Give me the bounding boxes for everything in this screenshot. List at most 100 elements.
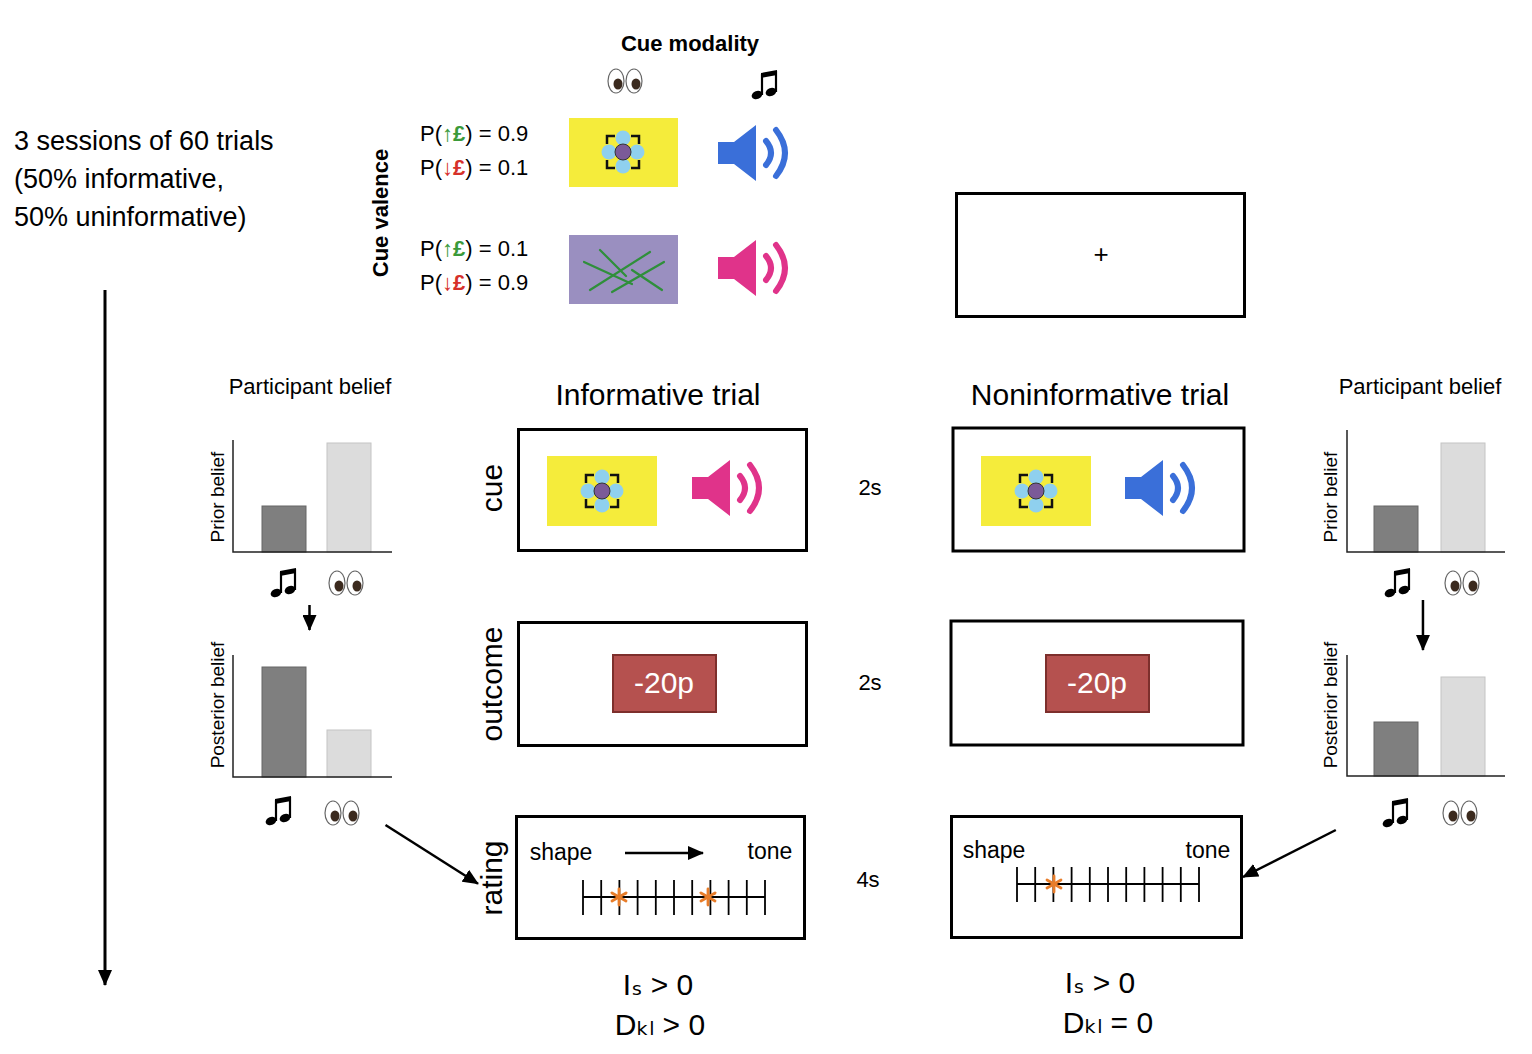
rating-scale (1198, 867, 1200, 902)
rating-box: ratingshapetone (478, 815, 806, 940)
outcome-value: -20p (634, 666, 694, 701)
valence-mark: ↑£ (442, 236, 465, 261)
rating-scale (583, 880, 765, 915)
connector-arrow (386, 825, 479, 884)
belief-bar-chart (233, 440, 392, 599)
column-heading: Noninformative trial (971, 378, 1229, 413)
cue-legend (612, 262, 664, 292)
valence-mark: ↓£ (442, 270, 465, 295)
measure-label: Dₖₗ = 0 (1063, 1006, 1153, 1041)
scale-end-label: tone (1186, 837, 1231, 863)
trial-box: outcome -20p (478, 621, 808, 747)
rating-scale (1017, 867, 1199, 902)
rating-scale (637, 880, 639, 915)
probability-label: P(↓£) = 0.1 (420, 155, 528, 180)
phase-label: outcome (475, 626, 510, 741)
informative-cue-images (547, 456, 657, 526)
rating-scale (612, 893, 626, 901)
probability-label: P(↑£) = 0.1 (420, 236, 528, 261)
noninformative-cue-box (953, 428, 1244, 551)
posterior-belief-chart: Posterior belief (205, 630, 395, 825)
rating-scale (701, 893, 715, 901)
belief-bar-chart (329, 571, 363, 595)
outcome-badge: -20p (1045, 654, 1150, 713)
cue-legend (584, 262, 632, 284)
belief-bar-chart (325, 801, 359, 825)
axis-label: Prior belief (1320, 452, 1342, 543)
belief-bar-chart (1381, 798, 1408, 829)
connector-arrow (1243, 830, 1336, 877)
belief-bar-chart (233, 655, 392, 827)
timeline-arrow (104, 290, 107, 985)
duration-label: 4s (856, 867, 879, 892)
duration-label: 2s (858, 475, 881, 500)
rating-scale (1144, 867, 1146, 902)
fixation-cross: + (1093, 240, 1108, 270)
chart-heading: Participant belief (1339, 374, 1502, 399)
cue-legend (632, 270, 662, 290)
cue-legend (602, 131, 645, 174)
rating-scale (583, 853, 765, 915)
axis-label: Prior belief (207, 452, 229, 543)
rating-scale (655, 880, 657, 915)
prior-belief-chart: Participant beliefPrior belief (205, 375, 395, 605)
phase-label: cue (475, 464, 510, 512)
rating-scale (691, 880, 693, 915)
belief-bar-chart (1441, 677, 1485, 776)
box-frame (515, 815, 806, 940)
informative-cue-images (581, 470, 624, 513)
posterior-belief-chart: Posterior belief (1320, 650, 1518, 830)
rating-scale (673, 880, 675, 915)
rating-scale (1047, 880, 1061, 888)
column-heading: Informative trial (555, 378, 760, 413)
measure-label: Iₛ > 0 (1065, 966, 1135, 1001)
fixation-box: + (955, 192, 1246, 318)
cue-legend (584, 250, 664, 292)
trial-box: cue (478, 428, 808, 552)
belief-bar-chart (1374, 506, 1418, 552)
belief-bar-chart (1445, 571, 1479, 595)
belief-bar-chart (1347, 655, 1505, 776)
outcome-value: -20p (1067, 666, 1127, 701)
scale-end-label: shape (530, 839, 593, 865)
belief-bar-chart (233, 440, 392, 552)
informative-cue-images (547, 456, 759, 526)
cue-legend (569, 235, 678, 304)
rating-box: shapetone (950, 815, 1243, 939)
rating-scale (1180, 867, 1182, 902)
rating-scale (1047, 876, 1061, 892)
informative-cue-images (692, 460, 759, 516)
valence-mark: ↓£ (442, 155, 465, 180)
belief-bar-chart (1383, 568, 1410, 599)
cue-legend (569, 118, 785, 304)
rating-scale (1017, 867, 1199, 902)
cue-legend (718, 240, 785, 296)
session-note: 3 sessions of 60 trials (50% informative… (14, 122, 276, 236)
connector-arrow (308, 605, 311, 630)
rating-scale (764, 880, 766, 915)
rating-scale (1162, 867, 1164, 902)
belief-bar-chart (1347, 430, 1505, 599)
axis-label: Posterior belief (207, 642, 229, 769)
modality-icons (608, 69, 642, 93)
rating-scale (1034, 867, 1036, 902)
noninformative-outcome-box (951, 621, 1243, 745)
rating-scale (746, 880, 748, 915)
cue-legend (600, 250, 626, 276)
axis-title: Cue modality (621, 31, 759, 56)
rating-scale (600, 880, 602, 915)
noninformative-cue-box (981, 456, 1091, 526)
box-frame (517, 428, 808, 552)
rating-scale (612, 893, 626, 901)
belief-bar-chart (264, 796, 291, 827)
axis-label: Posterior belief (1320, 642, 1342, 769)
belief-bar-chart (269, 568, 296, 599)
chart-heading: Participant belief (229, 374, 392, 399)
belief-bar-chart (233, 655, 392, 777)
belief-bar-chart (327, 443, 371, 552)
prior-belief-chart: Participant beliefPrior belief (1320, 375, 1518, 600)
rating-scale (1107, 867, 1109, 902)
